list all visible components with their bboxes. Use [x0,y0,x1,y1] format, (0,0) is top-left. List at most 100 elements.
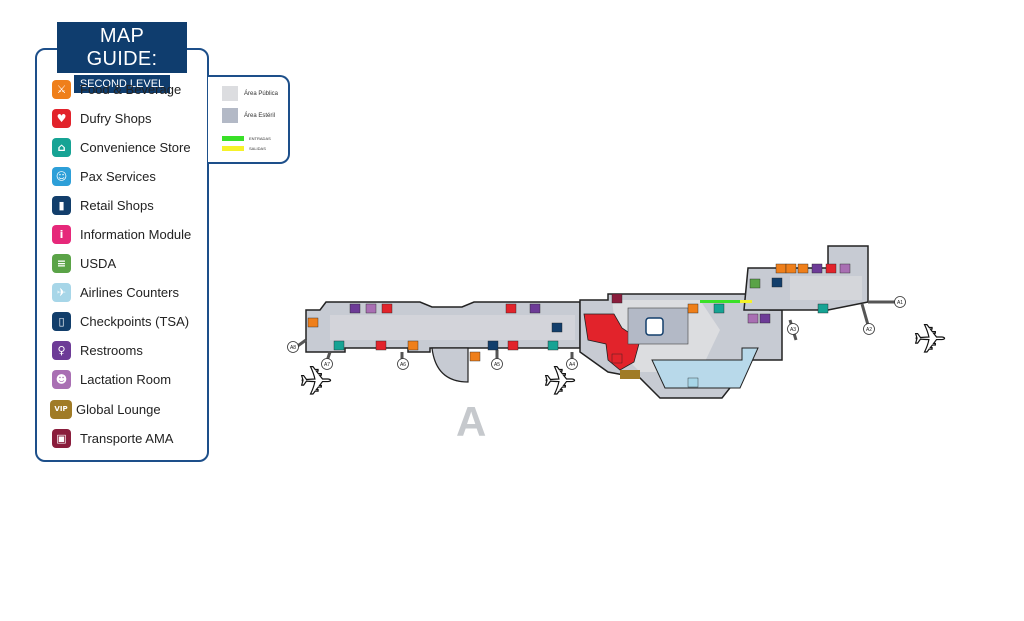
legend-item-label: Global Lounge [76,401,161,417]
legend-item: ≡ USDA [52,252,116,274]
gate-label: A4 [569,362,575,368]
bus-icon: ▣ [52,428,71,448]
airplane-icon: ✈ [299,359,333,405]
legend-item: ✈Airlines Counters [52,281,179,303]
legend-item: ⌂ Convenience Store [52,136,191,158]
gate-badge [566,358,578,370]
amenity-marker [611,293,623,304]
gate-label: A7 [324,362,330,368]
checkpoint-icon [645,317,664,336]
gate-badge [287,341,299,353]
gate-badge [491,358,503,370]
amenity-marker [687,377,699,388]
amenity-marker [529,303,541,314]
gate-label: A1 [897,300,903,306]
amenity-marker [747,313,759,324]
amenity-marker [307,317,319,328]
amenity-marker [381,303,393,314]
amenity-marker [469,351,481,362]
central-reflecting-pool [651,347,759,389]
legend-item: ♥Dufry Shops [52,107,152,129]
amenity-marker [365,303,377,314]
vip-icon: VIP [50,399,72,419]
legend-item-label: Convenience Store [80,139,191,155]
entrance-bar [222,136,244,141]
gate-label: A8 [290,345,296,351]
map-guide-header: MAP GUIDE: SECOND LEVEL [57,22,187,93]
amenity-marker [687,303,699,314]
gate-badge [321,358,333,370]
zone-key-panel [208,75,290,164]
amenity-marker [505,303,517,314]
amenity-marker [551,322,563,333]
gate-badge [397,358,409,370]
zone-key-public: Área Pública [222,86,278,101]
legend-item-label: USDA [80,255,117,271]
info-icon: i [52,224,71,244]
legend-item-label: Restrooms [80,342,143,358]
global-lounge-area [620,370,640,379]
public-area-swatch [222,86,238,101]
amenity-marker [407,340,419,351]
lactation-icon: ☻ [52,369,71,389]
usda-icon: ≡ [52,253,71,273]
shopping-bag-icon: ▮ [52,195,71,215]
food-court-pier [431,347,469,383]
legend-item-label: Retail Shops [80,197,154,213]
terminal-zone-letter: A [456,398,487,445]
legend-item: ▯ Checkpoints (TSA) [52,310,189,332]
legend-item: ♀Restrooms [52,339,143,361]
gate-badge [863,323,875,335]
legend-item-label: Information Module [80,226,192,242]
legend-item-label: Checkpoints (TSA) [80,313,190,329]
legend-item-label: Pax Services [80,168,156,184]
concourse-left-public-strip [330,315,575,340]
checkpoint-icon: ▯ [52,311,71,331]
amenity-marker [611,353,623,364]
exit-bar [222,146,244,151]
poi-layer [307,263,851,388]
entrance-label: ENTRADAS [249,136,271,141]
gate-badge [894,296,906,308]
legend-item: ☺ Pax Services [52,165,156,187]
legend-item-label: Airlines Counters [80,284,179,300]
plane-layer: ✈✈✈ [299,316,948,405]
legend-item: ▮ Retail Shops [52,194,154,216]
legend-item: ▣ Transporte AMA [52,427,173,449]
exit-strip [740,300,752,303]
legend-item: ⚔ Food & Beverage [52,78,181,100]
gate-label: A5 [494,362,500,368]
zone-key-sterile: Área Estéril [222,108,275,123]
legend-item-label: Dufry Shops [80,110,152,126]
amenity-marker [785,263,797,274]
legend-item-label: Lactation Room [80,371,172,387]
amenity-marker [375,340,387,351]
legend-item: i Information Module [52,223,191,245]
amenity-marker [547,340,559,351]
gate-label: A6 [400,362,406,368]
public-area-label: Área Pública [244,90,279,97]
legend-item-label: Food & Beverage [80,81,182,97]
legend-item: ☻ Lactation Room [52,368,171,390]
zone-key-entrance: ENTRADAS [222,136,271,141]
basket-icon: ⌂ [52,137,71,157]
map-guide-title: MAP GUIDE: [57,22,187,73]
fork-knife-icon: ⚔ [52,79,71,99]
amenity-marker [797,263,809,274]
amenity-marker [771,277,783,288]
gate-badge [787,323,799,335]
sterile-area-swatch [222,108,238,123]
amenity-marker [811,263,823,274]
level-subtitle: SECOND LEVEL [74,75,170,93]
amenity-marker [759,313,771,324]
amenity-marker [333,340,345,351]
exit-label: SALIDAS [249,146,266,151]
concourse-right-public [790,276,862,300]
amenity-marker [817,303,829,314]
amenity-marker [507,340,519,351]
person-icon: ☺ [52,166,71,186]
legend-item-label: Transporte AMA [80,430,174,446]
amenity-marker [839,263,851,274]
